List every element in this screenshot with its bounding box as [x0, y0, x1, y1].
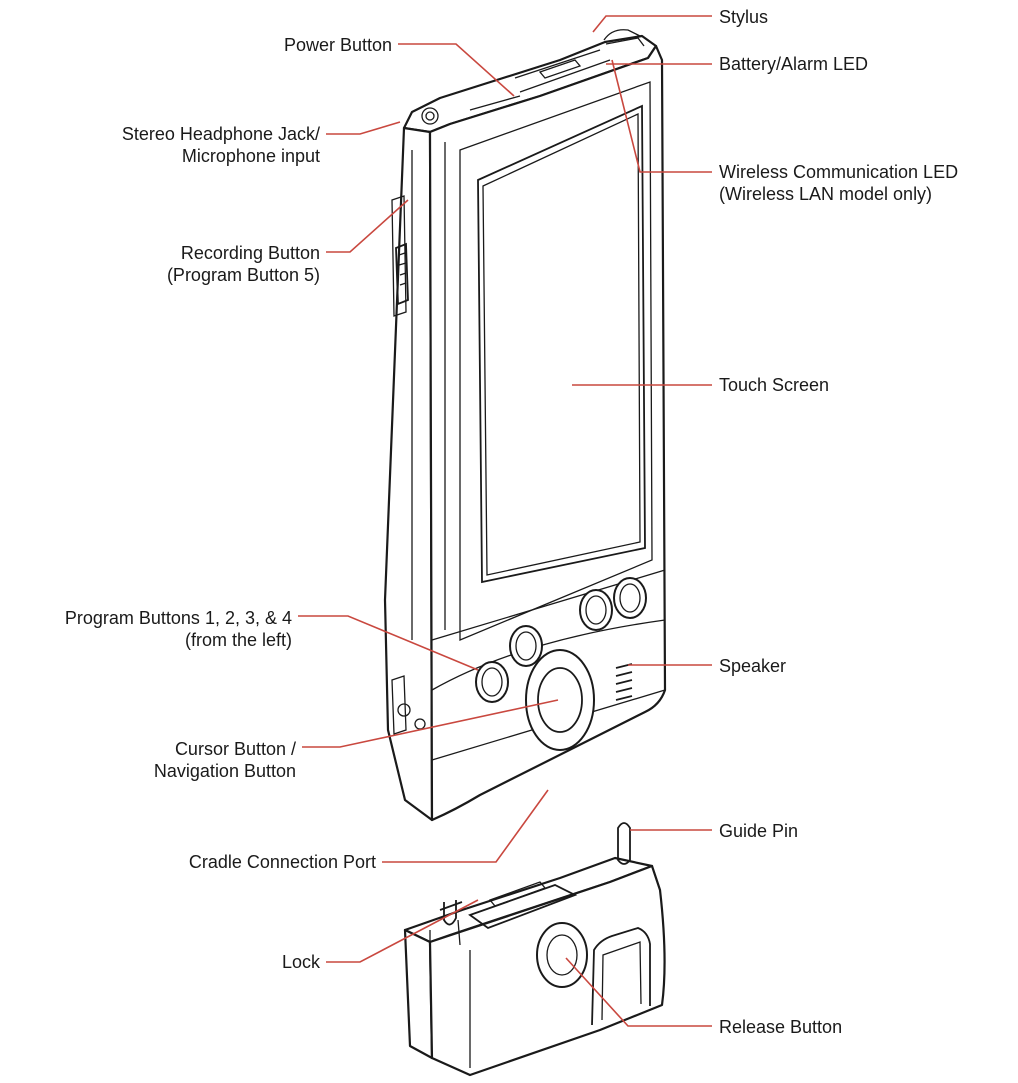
leader-power	[398, 43, 515, 97]
touch-screen-glass	[477, 104, 646, 584]
label-recording-button: Recording Button (Program Button 5)	[166, 243, 320, 285]
cradle-left-side	[403, 928, 434, 1060]
label-program-buttons: Program Buttons 1, 2, 3, & 4 (from the l…	[64, 608, 292, 650]
label-lock: Lock	[281, 952, 320, 972]
leader-cursor	[302, 699, 559, 748]
label-cradle-port: Cradle Connection Port	[188, 852, 376, 872]
cradle-device	[403, 822, 666, 1077]
leader-headphone	[326, 121, 401, 135]
label-release-button: Release Button	[719, 1017, 843, 1037]
leader-stylus	[592, 15, 712, 33]
leader-program	[298, 615, 479, 671]
label-speaker: Speaker	[719, 656, 787, 676]
pda-device	[383, 29, 667, 822]
label-guide-pin: Guide Pin	[719, 821, 799, 841]
label-touch-screen: Touch Screen	[719, 375, 830, 395]
guide-pin	[617, 822, 631, 865]
label-battery-alarm-led: Battery/Alarm LED	[719, 54, 869, 74]
speaker-grille	[615, 663, 633, 701]
program-buttons-group	[475, 577, 647, 703]
label-headphone-jack: Stereo Headphone Jack/ Microphone input	[121, 124, 320, 166]
leader-lines	[298, 15, 712, 1027]
leader-wireless	[611, 59, 712, 173]
leader-lock	[326, 899, 479, 963]
label-power-button: Power Button	[283, 35, 392, 55]
label-wireless-led: Wireless Communication LED (Wireless LAN…	[719, 162, 959, 204]
label-cursor-button: Cursor Button / Navigation Button	[153, 739, 296, 781]
leader-cradle	[382, 789, 549, 863]
label-stylus: Stylus	[719, 7, 769, 27]
release-button-graphic	[536, 922, 588, 988]
leader-recording	[326, 199, 409, 253]
leader-release	[565, 957, 712, 1027]
navigation-pad	[525, 649, 595, 751]
